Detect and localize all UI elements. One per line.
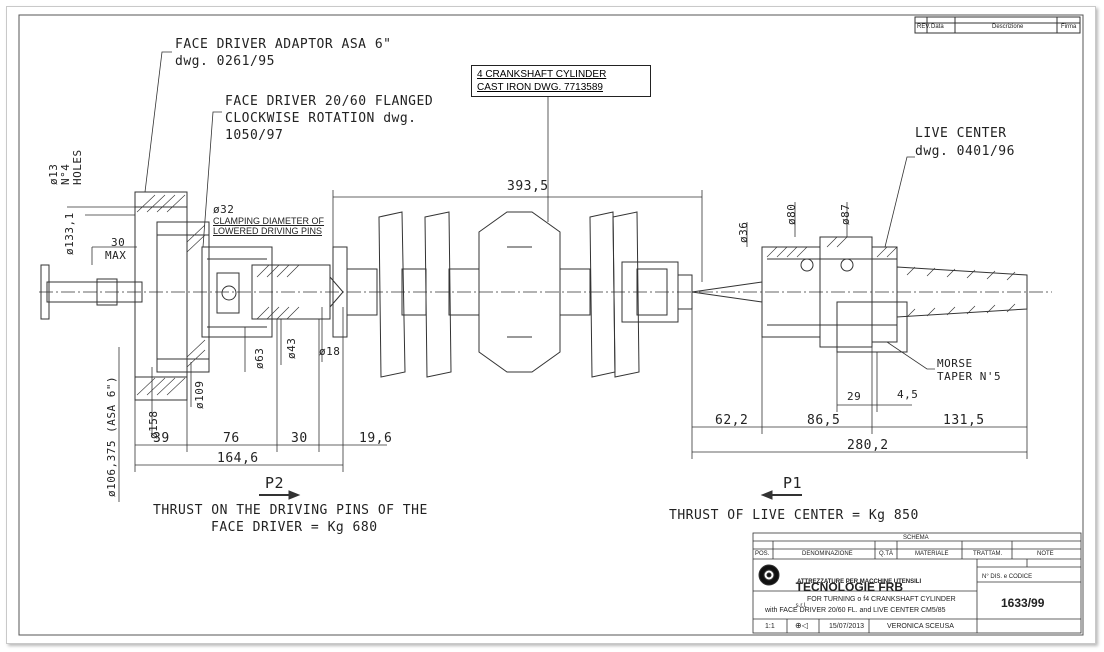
dim-len-76: 76: [223, 431, 240, 446]
tb-company-suffix: s.r.l.: [795, 603, 807, 609]
dim-len-39: 39: [153, 431, 170, 446]
drawing-sheet: FACE DRIVER ADAPTOR ASA 6" dwg. 0261/95 …: [6, 6, 1096, 644]
revision-block-frame: [914, 16, 1081, 34]
tb-author: VERONICA SCEUSA: [887, 623, 954, 630]
dim-d80: ø80: [785, 203, 798, 225]
crankshaft: [332, 211, 693, 378]
holes-label-3: HOLES: [71, 149, 84, 185]
hatching-left: [136, 194, 300, 396]
tb-desc-2: with FACE DRIVER 20/60 FL. and LIVE CENT…: [765, 607, 946, 614]
tb-company-name: TECNOLOGIE FRB: [795, 580, 904, 594]
dim-len-1646: 164,6: [217, 451, 259, 466]
live-center: [691, 236, 1028, 353]
tb-materiale: MATERIALE: [915, 551, 949, 557]
tb-pos: POS.: [755, 551, 770, 557]
thrust-p1-label: P1: [783, 474, 803, 492]
dim-len-196: 19,6: [359, 431, 393, 446]
crankshaft-label-2: CAST IRON DWG. 7713589: [477, 82, 603, 93]
drawing-frame: [18, 14, 1084, 636]
dim-d43: ø43: [285, 337, 298, 359]
dim-len-3935: 393,5: [507, 179, 549, 194]
rev-header-data: Data: [931, 24, 944, 30]
max-label: MAX: [105, 249, 127, 262]
thrust-p2-text-1: THRUST ON THE DRIVING PINS OF THE: [153, 503, 428, 518]
crankshaft-label-1: 4 CRANKSHAFT CYLINDER: [477, 69, 607, 80]
tb-trattam: TRATTAM.: [973, 551, 1003, 557]
live-center-dwg: dwg. 0401/96: [915, 144, 1015, 159]
dim-len-1315: 131,5: [943, 413, 985, 428]
dim-len-2802: 280,2: [847, 438, 889, 453]
tb-schema: SCHEMA: [903, 535, 929, 541]
dimension-lines: [91, 190, 1028, 502]
tb-qta: Q.TÀ: [879, 551, 894, 557]
title-block-frame: [752, 532, 1082, 634]
dim-d109: ø109: [193, 380, 206, 410]
face-driver-assembly: [40, 191, 344, 401]
thrust-p1-text: THRUST OF LIVE CENTER = Kg 850: [669, 508, 919, 523]
tb-note: NOTE: [1037, 551, 1054, 557]
tb-denominazione: DENOMINAZIONE: [802, 551, 853, 557]
face-driver-adaptor-label: FACE DRIVER ADAPTOR ASA 6": [175, 37, 392, 52]
rev-header-descrizione: Descrizione: [992, 24, 1024, 30]
morse-label-1: MORSE: [937, 357, 973, 370]
tb-company: TECNOLOGIE FRB s.r.l.: [789, 563, 903, 614]
thrust-p2-text-2: FACE DRIVER = Kg 680: [211, 520, 378, 535]
face-driver-flanged-label-1: FACE DRIVER 20/60 FLANGED: [225, 94, 434, 109]
face-driver-flanged-label-3: 1050/97: [225, 128, 284, 143]
thrust-p2-label: P2: [265, 474, 285, 492]
dim-len-29: 29: [847, 390, 862, 403]
face-driver-adaptor-dwg: dwg. 0261/95: [175, 54, 275, 69]
clamp-diameter: ø32: [213, 203, 235, 216]
dim-len-45: 4,5: [897, 388, 919, 401]
tb-scale: 1:1: [765, 623, 775, 630]
clamp-label-2: LOWERED DRIVING PINS: [213, 226, 323, 236]
thrust-arrows: [259, 490, 802, 500]
tb-drawing-number: 1633/99: [1001, 596, 1045, 610]
live-center-label: LIVE CENTER: [915, 126, 1007, 141]
face-driver-flanged-label-2: CLOCKWISE ROTATION dwg.: [225, 111, 417, 126]
dim-d18: ø18: [319, 345, 341, 358]
dim-d63: ø63: [253, 347, 266, 369]
dim-len-865: 86,5: [807, 413, 841, 428]
max-value: 30: [111, 236, 126, 249]
tb-desc-1: FOR TURNING o f4 CRANKSHAFT CYLINDER: [807, 596, 956, 603]
tb-ndis-label: N° DIS. e CODICE: [982, 574, 1033, 580]
dim-d133: ø133,1: [63, 212, 76, 255]
morse-label-2: TAPER N'5: [937, 370, 1002, 383]
crankshaft-label-box: 4 CRANKSHAFT CYLINDER CAST IRON DWG. 771…: [471, 65, 651, 97]
tb-date: 15/07/2013: [829, 623, 865, 630]
hatching-right: [766, 236, 1016, 318]
dim-len-30: 30: [291, 431, 308, 446]
clamp-label-1: CLAMPING DIAMETER OF: [213, 216, 325, 226]
dim-d36: ø36: [737, 221, 750, 243]
tb-projection-icon: ⊕◁: [795, 621, 808, 630]
dim-d87: ø87: [839, 203, 852, 225]
rev-header-rev: REV.: [917, 24, 931, 30]
dim-d106: ø106,375 (ASA 6"): [105, 375, 118, 497]
tb-company-sub: ATTREZZATURE PER MACCHINE UTENSILI: [797, 579, 922, 585]
company-logo: [758, 564, 780, 586]
rev-header-firma: Firma: [1061, 24, 1077, 30]
technical-drawing: [18, 14, 1084, 636]
leader-lines: [67, 51, 935, 370]
dim-len-622: 62,2: [715, 413, 749, 428]
